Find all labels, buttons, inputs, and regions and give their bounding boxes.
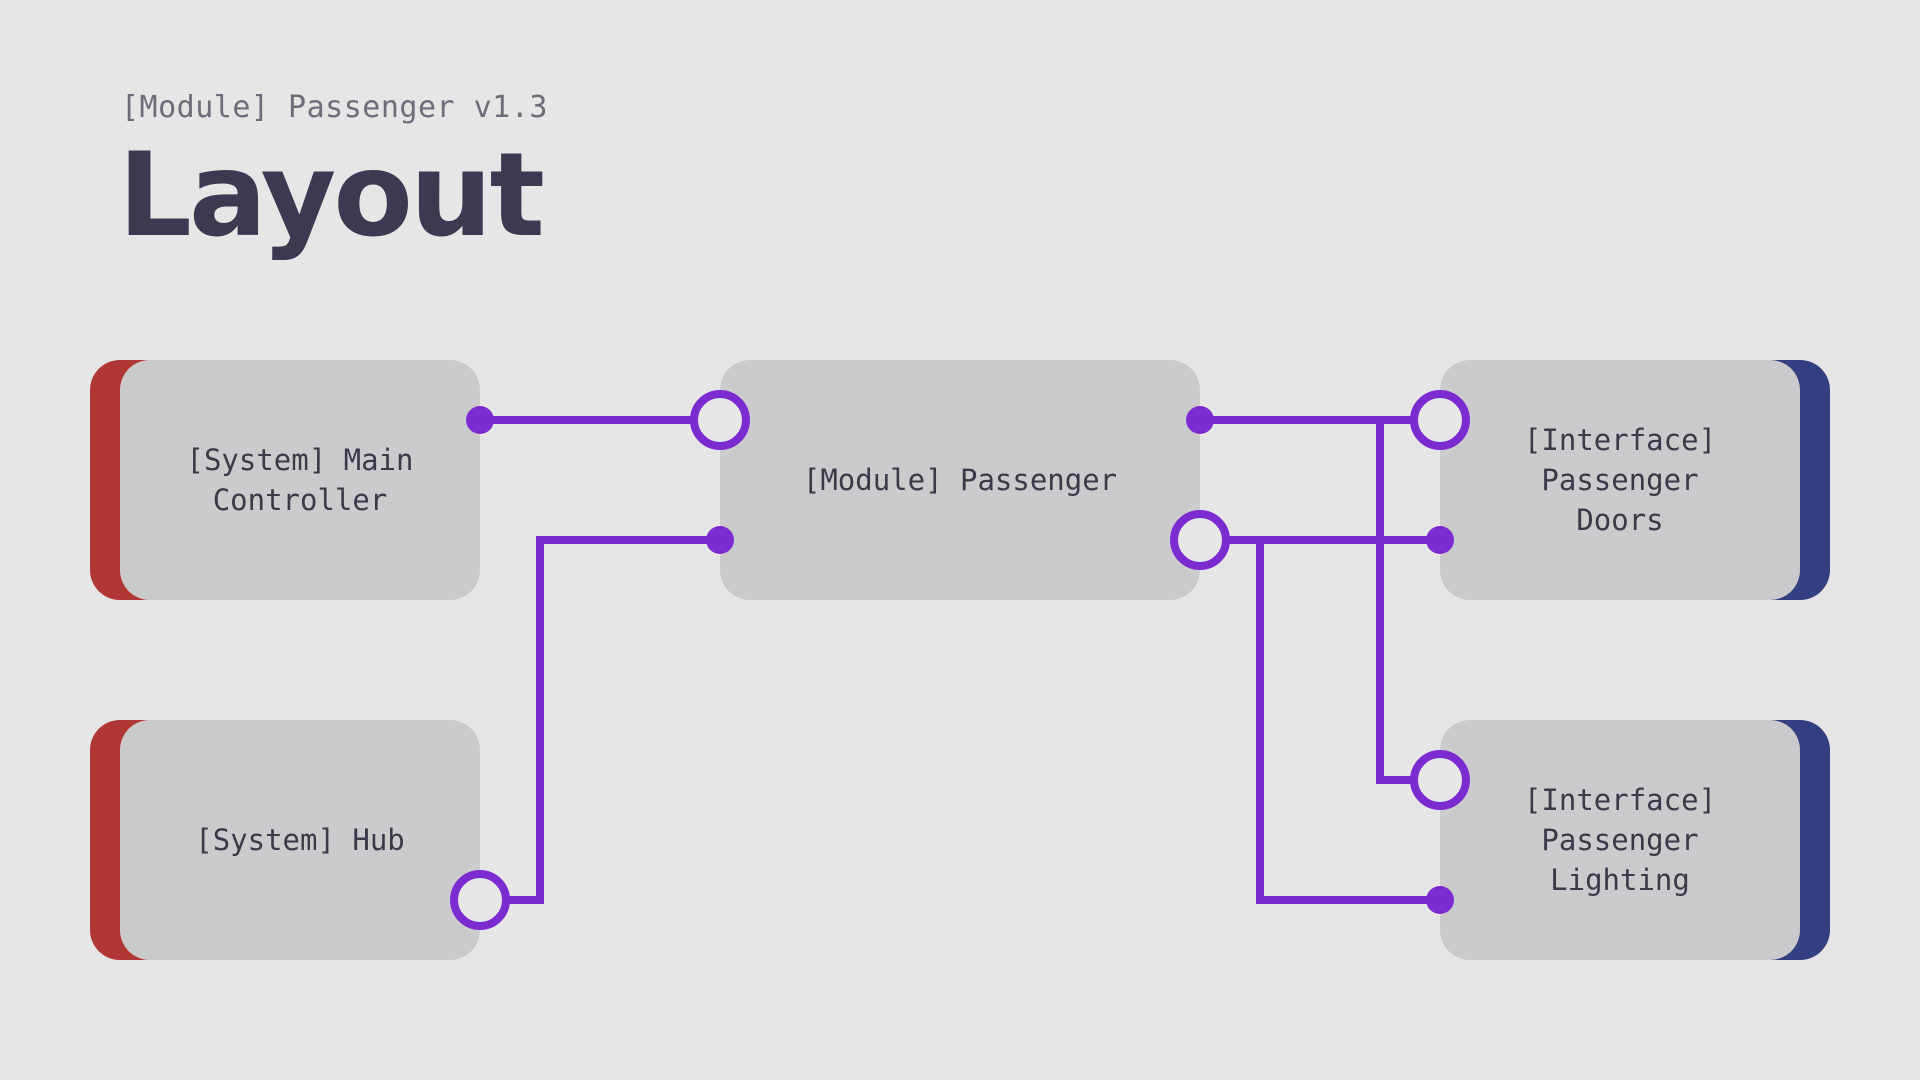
node-main-controller[interactable]: [System] Main Controller <box>90 360 480 600</box>
node-body: [Interface] Passenger Lighting <box>1440 720 1800 960</box>
node-passenger-lighting[interactable]: [Interface] Passenger Lighting <box>1440 720 1830 960</box>
node-label: [System] Hub <box>195 823 405 857</box>
port-output-dot[interactable] <box>706 526 734 554</box>
node-label: [System] Main Controller <box>186 443 414 517</box>
node-passenger[interactable]: [Module] Passenger <box>720 360 1200 600</box>
node-body: [System] Main Controller <box>120 360 480 600</box>
wire-passenger-to-lighting <box>1376 420 1440 784</box>
page-title: Layout <box>118 128 545 263</box>
port-output-dot[interactable] <box>1186 406 1214 434</box>
node-label: [Module] Passenger <box>802 463 1118 497</box>
node-body: [System] Hub <box>120 720 480 960</box>
node-label: [Interface] Passenger Lighting <box>1523 783 1717 897</box>
node-body: [Module] Passenger <box>720 360 1200 600</box>
port-input-ring[interactable] <box>1170 510 1230 570</box>
node-body: [Interface] Passenger Doors <box>1440 360 1800 600</box>
node-label: [Interface] Passenger Doors <box>1523 423 1717 537</box>
port-input-ring[interactable] <box>1410 390 1470 450</box>
port-input-ring[interactable] <box>690 390 750 450</box>
wire-passenger-to-hub <box>480 536 720 904</box>
port-output-dot[interactable] <box>1426 526 1454 554</box>
port-input-ring[interactable] <box>450 870 510 930</box>
port-input-ring[interactable] <box>1410 750 1470 810</box>
node-hub[interactable]: [System] Hub <box>90 720 480 960</box>
port-output-dot[interactable] <box>1426 886 1454 914</box>
node-passenger-doors[interactable]: [Interface] Passenger Doors <box>1440 360 1830 600</box>
diagram-subtitle: [Module] Passenger v1.3 <box>121 90 548 125</box>
port-output-dot[interactable] <box>466 406 494 434</box>
wire-lighting-to-passenger <box>1256 540 1440 904</box>
